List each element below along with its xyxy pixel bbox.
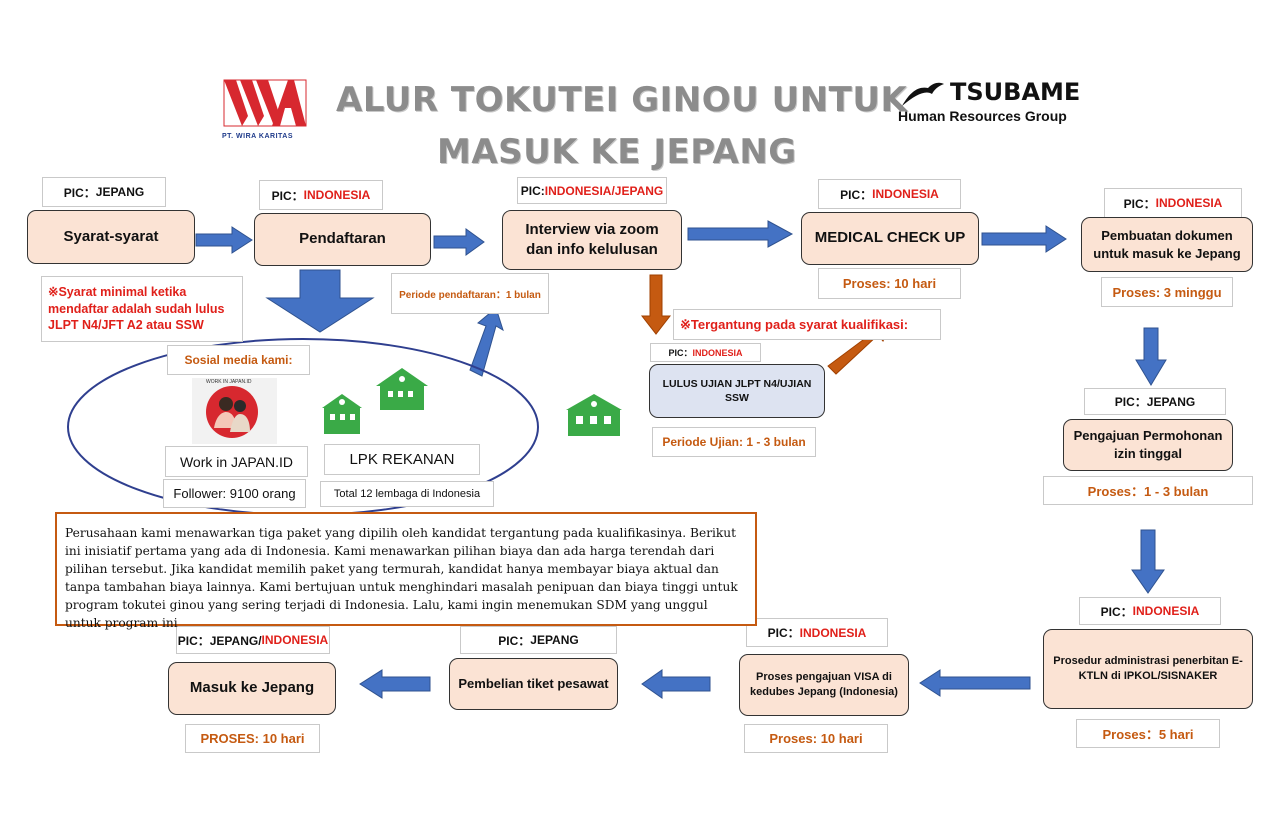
pic-jlpt: PIC：INDONESIA bbox=[650, 343, 761, 362]
arrow-izin-ektln bbox=[1131, 529, 1165, 594]
arrow-interview-jlpt bbox=[640, 274, 672, 335]
arrow-pendaftaran-down bbox=[265, 269, 375, 333]
title-line1: ALUR TOKUTEI GINOU UNTUK bbox=[336, 80, 908, 120]
pic-interview: PIC: INDONESIA/JEPANG bbox=[517, 177, 667, 204]
process-ektln: Proses：5 hari bbox=[1076, 719, 1220, 748]
lpk-label: LPK REKANAN bbox=[324, 444, 480, 475]
description-box: Perusahaan kami menawarkan tiga paket ya… bbox=[55, 512, 757, 630]
wira-logo-mark bbox=[223, 79, 307, 127]
step-syarat: Syarat-syarat bbox=[27, 210, 195, 264]
lpk-count: Total 12 lembaga di Indonesia bbox=[320, 481, 494, 507]
step-pendaftaran: Pendaftaran bbox=[254, 213, 431, 266]
step-masuk: Masuk ke Jepang bbox=[168, 662, 336, 715]
school-buildings-icon bbox=[322, 368, 428, 434]
wira-caption: PT. WIRA KARITAS bbox=[222, 133, 293, 140]
arrow-dokumen-izin bbox=[1135, 327, 1167, 386]
description-text: Perusahaan kami menawarkan tiga paket ya… bbox=[65, 526, 738, 630]
arrow-social-periode bbox=[469, 307, 504, 377]
arrow-medical-dokumen bbox=[981, 225, 1067, 253]
step-dokumen: Pembuatan dokumen untuk masuk ke Jepang bbox=[1081, 217, 1253, 272]
wira-logo: PT. WIRA KARITAS bbox=[222, 78, 312, 140]
process-medical: Proses: 10 hari bbox=[818, 268, 961, 299]
pic-syarat: PIC：JEPANG bbox=[42, 177, 166, 207]
note-tergantung: ※Tergantung pada syarat kualifikasi: bbox=[673, 309, 941, 340]
pic-ektln: PIC：INDONESIA bbox=[1079, 597, 1221, 625]
arrow-ektln-visa bbox=[919, 669, 1031, 697]
title-line2: MASUK KE JEPANG bbox=[437, 132, 797, 172]
step-ektln: Prosedur administrasi penerbitan E- KTLN… bbox=[1043, 629, 1253, 709]
avatar-caption: WORK IN JAPAN.ID bbox=[206, 379, 252, 385]
arrow-tiket-masuk bbox=[359, 669, 431, 699]
tsubame-name: TSUBAME bbox=[950, 78, 1081, 106]
process-dokumen: Proses: 3 minggu bbox=[1101, 277, 1233, 307]
arrow-interview-medical bbox=[687, 220, 794, 248]
swallow-bird-icon bbox=[902, 82, 944, 106]
pic-pendaftaran: PIC：INDONESIA bbox=[259, 180, 383, 210]
note-syarat-minimal: ※Syarat minimal ketika mendaftar adalah … bbox=[41, 276, 243, 342]
work-in-japan-avatar: WORK IN JAPAN.ID bbox=[192, 378, 277, 444]
tsubame-logo: TSUBAME Human Resources Group bbox=[898, 78, 1118, 128]
school-building-icon bbox=[566, 394, 622, 436]
arrow-syarat-pendaftaran bbox=[195, 226, 253, 254]
social-channel: Work in JAPAN.ID bbox=[165, 446, 308, 477]
arrow-pendaftaran-interview bbox=[433, 228, 485, 256]
step-visa: Proses pengajuan VISA di kedubes Jepang … bbox=[739, 654, 909, 716]
people-avatar-icon bbox=[206, 386, 258, 438]
step-medical: MEDICAL CHECK UP bbox=[801, 212, 979, 265]
pic-dokumen: PIC：INDONESIA bbox=[1104, 188, 1242, 218]
note-periode-pendaftaran: Periode pendaftaran：1 bulan bbox=[391, 273, 549, 314]
step-izin: Pengajuan Permohonan izin tinggal bbox=[1063, 419, 1233, 471]
process-jlpt: Periode Ujian: 1 - 3 bulan bbox=[652, 427, 816, 457]
process-visa: Proses: 10 hari bbox=[744, 724, 888, 753]
pic-visa: PIC：INDONESIA bbox=[746, 618, 888, 647]
tsubame-subtitle: Human Resources Group bbox=[898, 108, 1067, 124]
pic-medical: PIC：INDONESIA bbox=[818, 179, 961, 209]
process-masuk: PROSES: 10 hari bbox=[185, 724, 320, 753]
step-tiket: Pembelian tiket pesawat bbox=[449, 658, 618, 710]
social-followers: Follower: 9100 orang bbox=[163, 479, 306, 508]
process-izin: Proses：1 - 3 bulan bbox=[1043, 476, 1253, 505]
step-interview: Interview via zoom dan info kelulusan bbox=[502, 210, 682, 270]
social-label: Sosial media kami: bbox=[167, 345, 310, 375]
arrow-visa-tiket bbox=[641, 669, 711, 699]
step-jlpt: LULUS UJIAN JLPT N4/UJIAN SSW bbox=[649, 364, 825, 418]
pic-tiket: PIC：JEPANG bbox=[460, 626, 617, 654]
pic-masuk: PIC：JEPANG/INDONESIA bbox=[176, 626, 330, 654]
pic-izin: PIC：JEPANG bbox=[1084, 388, 1226, 415]
